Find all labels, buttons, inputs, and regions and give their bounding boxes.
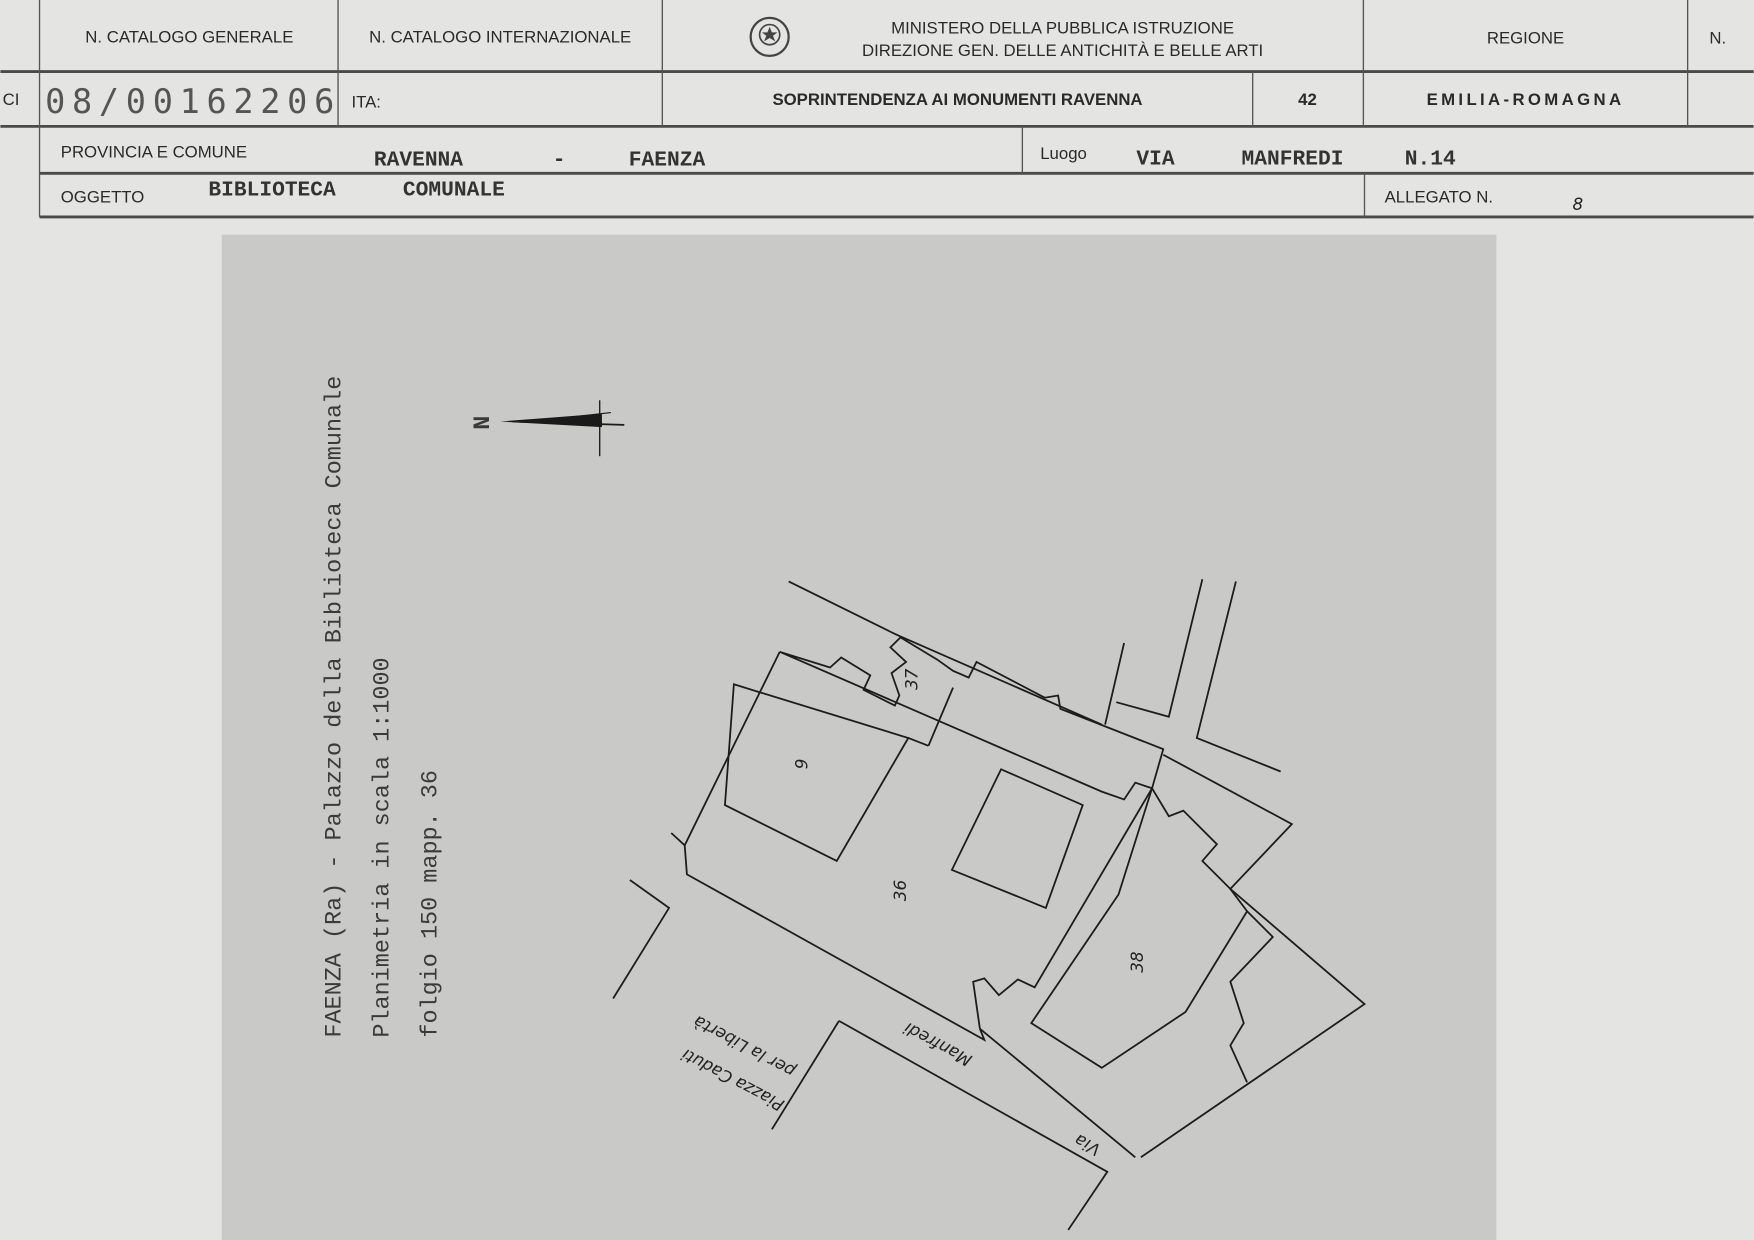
allegato-value: 8 [1572,194,1583,214]
north-arrow-icon: N [470,400,625,457]
ci-label: CI [3,90,20,109]
luogo-number: N.14 [1405,147,1456,171]
luogo-via: VIA [1136,147,1174,171]
parcel-36: 36 [890,880,910,901]
parcel-38: 38 [1127,951,1147,972]
cadastral-plan [612,578,1366,1231]
soprintendenza: SOPRINTENDENZA AI MONUMENTI RAVENNA [772,90,1142,109]
luogo-label: Luogo [1040,144,1087,163]
ministero-line2: DIREZIONE GEN. DELLE ANTICHITÀ E BELLE A… [862,41,1263,60]
caption-line-1: FAENZA (Ra) - Palazzo della Biblioteca C… [321,376,348,1038]
catalogo-internazionale-label: N. CATALOGO INTERNAZIONALE [369,27,631,46]
ita-label: ITA: [351,92,381,111]
north-label: N [470,416,497,430]
provincia-label: PROVINCIA E COMUNE [61,143,247,162]
soprintendenza-code: 42 [1298,90,1317,109]
plan-caption: FAENZA (Ra) - Palazzo della Biblioteca C… [321,376,444,1038]
header-grid [0,0,1754,219]
allegato-label: ALLEGATO N. [1385,187,1493,206]
n-label: N. [1709,29,1726,48]
regione-value: EMILIA-ROMAGNA [1427,90,1625,109]
catalogo-generale-value: 08/00162206 [45,82,341,121]
regione-label: REGIONE [1487,29,1564,48]
comune-value: FAENZA [629,148,706,172]
attached-plan-sheet [221,234,1497,1240]
oggetto-value-2: COMUNALE [403,179,505,203]
luogo-street: MANFREDI [1242,147,1344,171]
parcel-37: 37 [901,668,921,690]
provincia-value: RAVENNA [374,148,463,172]
parcel-9: 9 [792,759,812,770]
caption-line-2: Planimetria in scala 1:1000 [369,657,396,1037]
italian-republic-emblem-icon [749,16,790,58]
oggetto-label: OGGETTO [61,187,145,206]
ministero-line1: MINISTERO DELLA PUBBLICA ISTRUZIONE [891,19,1234,38]
caption-line-3: folgio 150 mapp. 36 [417,770,444,1038]
provincia-dash: - [553,148,566,172]
oggetto-value-1: BIBLIOTECA [208,179,336,203]
catalogo-generale-label: N. CATALOGO GENERALE [85,27,293,46]
